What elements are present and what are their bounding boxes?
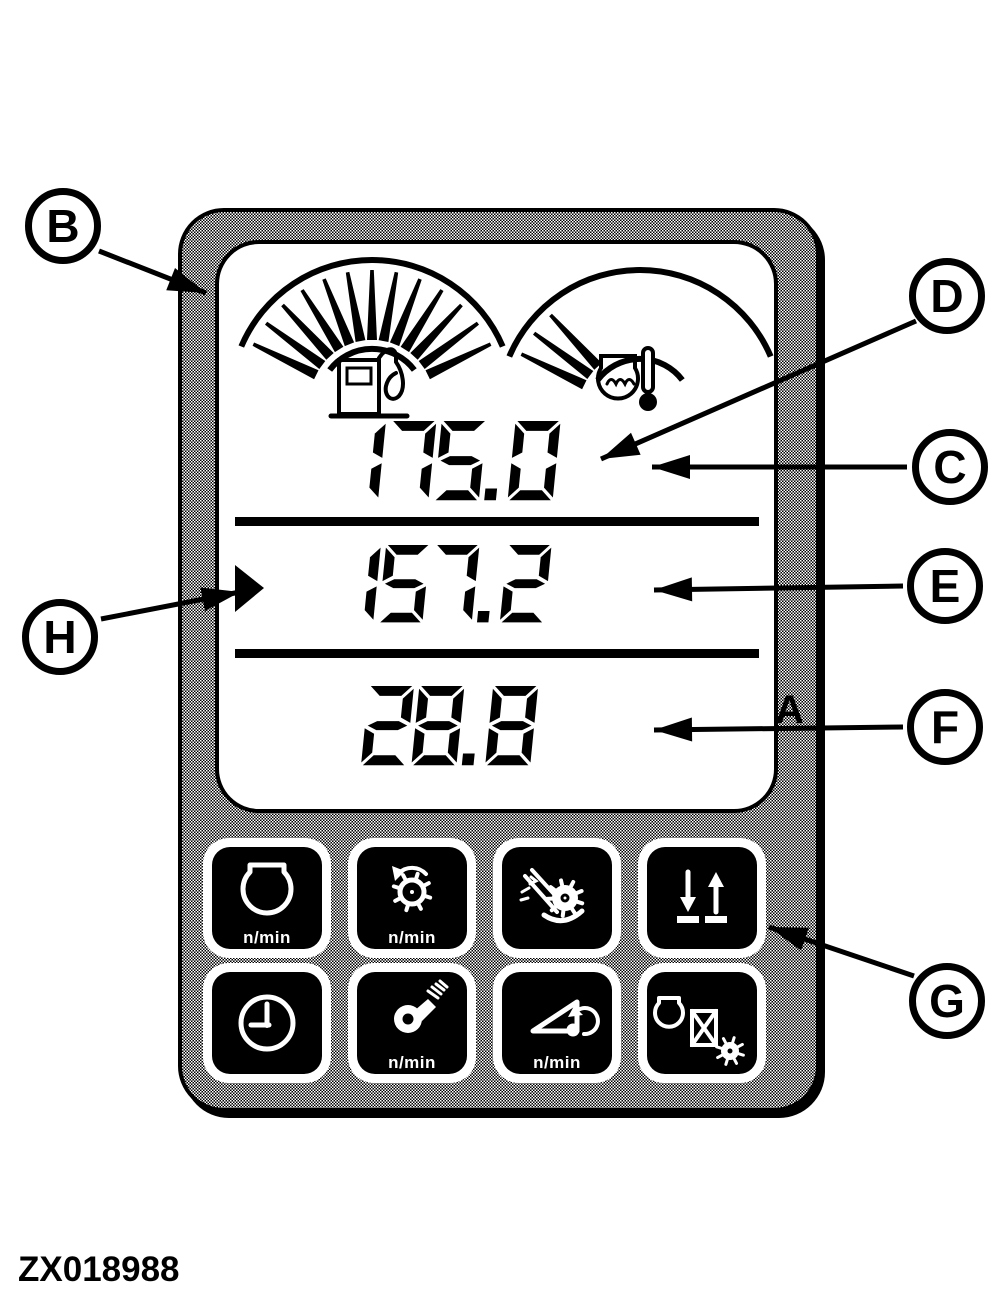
fuel-gauge bbox=[238, 257, 506, 419]
temperature-gauge bbox=[506, 267, 774, 411]
figure-id: ZX018988 bbox=[18, 1250, 180, 1289]
rotating-gear-icon bbox=[391, 865, 433, 913]
callout-f: F bbox=[907, 689, 983, 765]
row-selector-pointer bbox=[235, 565, 264, 612]
callout-g: G bbox=[909, 963, 985, 1039]
blower-speed-button[interactable]: n/min bbox=[348, 963, 476, 1083]
callout-e: E bbox=[907, 548, 983, 624]
callout-c-letter: C bbox=[933, 441, 967, 493]
row-divider-1 bbox=[235, 517, 759, 526]
callout-e-letter: E bbox=[929, 560, 961, 612]
button-label: n/min bbox=[533, 1053, 581, 1072]
callout-h: H bbox=[22, 599, 98, 675]
temperature-gauge-outer-arc bbox=[506, 267, 774, 358]
lcd-display-graphics bbox=[235, 257, 774, 766]
fuel-gauge-outer-arc bbox=[238, 257, 506, 348]
button-label: n/min bbox=[243, 928, 291, 947]
clock-icon bbox=[238, 994, 296, 1052]
engine-speed-button[interactable]: n/min bbox=[203, 838, 331, 958]
fuel-gauge-bars bbox=[252, 270, 492, 380]
button-label: n/min bbox=[388, 1053, 436, 1072]
elevator-angle-icon bbox=[530, 999, 600, 1037]
callout-d: D bbox=[909, 258, 985, 334]
engine-coolant-temperature-icon bbox=[596, 346, 657, 411]
callout-b-letter: B bbox=[46, 200, 80, 252]
blower-icon bbox=[394, 979, 449, 1033]
cutterhead-speed-button[interactable]: n/min bbox=[348, 838, 476, 958]
display-mode-letter: A bbox=[775, 688, 804, 732]
fuel-pump-icon bbox=[328, 347, 410, 419]
service-interval-button[interactable] bbox=[638, 963, 766, 1083]
callout-g-letter: G bbox=[929, 975, 965, 1027]
engine-hourglass-gear-icon bbox=[653, 996, 745, 1066]
raise-lower-arrows-icon bbox=[677, 869, 727, 923]
knife-sharpening-button[interactable] bbox=[493, 838, 621, 958]
callout-d-letter: D bbox=[930, 270, 964, 322]
knife-sharpening-icon bbox=[519, 868, 585, 924]
callout-b: B bbox=[25, 188, 101, 264]
temperature-gauge-inner-arc bbox=[595, 356, 685, 382]
row-divider-2 bbox=[235, 649, 759, 658]
lcd-display: A bbox=[215, 240, 804, 813]
button-label: n/min bbox=[388, 928, 436, 947]
hour-meter-button[interactable] bbox=[203, 963, 331, 1083]
callout-h-letter: H bbox=[43, 611, 77, 663]
elevator-speed-button[interactable]: n/min bbox=[493, 963, 621, 1083]
temperature-gauge-bars bbox=[520, 313, 602, 390]
engine-icon bbox=[240, 862, 294, 916]
seven-segment-readouts bbox=[361, 421, 561, 766]
header-raise-lower-button[interactable] bbox=[638, 838, 766, 958]
callout-c: C bbox=[912, 429, 988, 505]
callout-f-letter: F bbox=[930, 701, 960, 753]
